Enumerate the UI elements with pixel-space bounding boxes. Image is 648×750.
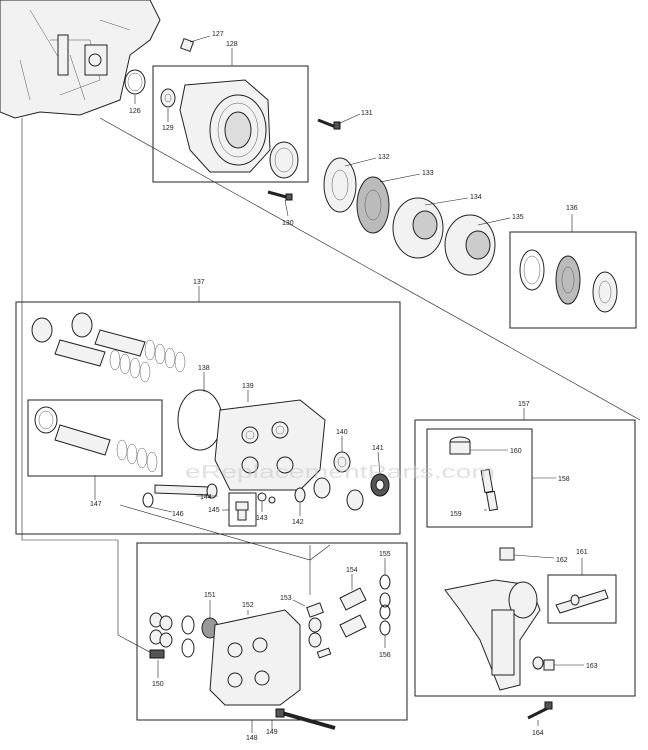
callout-136: 136 <box>566 205 578 212</box>
callout-156: 156 <box>379 652 391 659</box>
callout-149: 149 <box>266 729 278 736</box>
part-134-swash-plate <box>392 197 444 259</box>
callout-150: 150 <box>152 681 164 688</box>
part-127-nut <box>179 37 195 53</box>
callout-143: 143 <box>256 515 268 522</box>
part-139-cylinder-head <box>214 399 326 491</box>
callout-160: 160 <box>510 448 522 455</box>
part-126-o-ring <box>124 69 146 95</box>
part-163-plug <box>532 656 555 671</box>
part-160-cap <box>449 436 471 455</box>
part-162-nut <box>499 547 515 561</box>
callout-132: 132 <box>378 154 390 161</box>
callout-138: 138 <box>198 365 210 372</box>
callout-140: 140 <box>336 429 348 436</box>
engine-housing-fragment <box>0 0 161 119</box>
part-145-box <box>228 492 257 527</box>
part-155-o-rings <box>379 574 391 620</box>
part-128-box <box>152 65 309 183</box>
part-159-stem <box>480 468 499 512</box>
callout-144: 144 <box>200 494 212 501</box>
part-161-fitting <box>555 589 609 614</box>
callout-142: 142 <box>292 519 304 526</box>
callout-126: 126 <box>129 108 141 115</box>
callout-163: 163 <box>586 663 598 670</box>
part-153-spring-valve <box>306 602 332 659</box>
callout-134: 134 <box>470 194 482 201</box>
part-131-bolt <box>317 118 341 130</box>
part-133-thrust-bearing <box>356 176 390 234</box>
callout-147: 147 <box>90 501 102 508</box>
part-132-washer <box>323 157 357 213</box>
part-136-box <box>509 231 637 329</box>
part-128-pump-housing <box>179 79 299 179</box>
callout-155: 155 <box>379 551 391 558</box>
part-130-bolt <box>267 190 293 201</box>
part-138-o-ring <box>177 389 223 451</box>
callout-154: 154 <box>346 567 358 574</box>
callout-157: 157 <box>518 401 530 408</box>
part-144-piston <box>154 483 218 499</box>
part-156-o-ring <box>379 620 391 636</box>
callout-135: 135 <box>512 214 524 221</box>
callout-130: 130 <box>282 220 294 227</box>
part-136-bearing-set <box>519 249 618 313</box>
callout-139: 139 <box>242 383 254 390</box>
callout-159: 159 <box>450 511 462 518</box>
part-147-piston-kit <box>34 406 158 473</box>
part-148-long-bolt <box>275 708 336 730</box>
part-154-cylinder <box>339 587 367 638</box>
callout-137: 137 <box>193 279 205 286</box>
callout-146: 146 <box>172 511 184 518</box>
callout-141: 141 <box>372 445 384 452</box>
part-143-ring <box>257 492 276 504</box>
part-146-ring <box>142 492 154 508</box>
part-137-box <box>15 301 401 535</box>
part-140-check-valve <box>313 451 364 511</box>
callout-145: 145 <box>208 507 220 514</box>
callout-127: 127 <box>212 31 224 38</box>
part-164-bolt <box>527 701 553 720</box>
part-129-seal <box>160 88 176 108</box>
part-unloader-body <box>444 579 541 691</box>
callout-152: 152 <box>242 602 254 609</box>
callout-labels: 126 127 128 129 130 131 132 133 134 135 … <box>90 31 598 742</box>
callout-leaders <box>94 35 584 733</box>
callout-161: 161 <box>576 549 588 556</box>
callout-133: 133 <box>422 170 434 177</box>
callout-162: 162 <box>556 557 568 564</box>
part-152-manifold <box>209 609 301 706</box>
callout-153: 153 <box>280 595 292 602</box>
callout-129: 129 <box>162 125 174 132</box>
callout-151: 151 <box>204 592 216 599</box>
watermark: eReplacementParts.com <box>185 462 495 482</box>
part-137-piston-set <box>31 312 186 383</box>
callout-131: 131 <box>361 110 373 117</box>
part-145-plug <box>235 501 249 521</box>
part-135-wobble-plate <box>444 214 496 276</box>
part-142-spring <box>294 487 306 503</box>
callout-128: 128 <box>226 41 238 48</box>
callout-148: 148 <box>246 735 258 742</box>
part-157-box <box>414 419 636 697</box>
callout-158: 158 <box>558 476 570 483</box>
part-150-valve-set <box>149 612 173 659</box>
callout-164: 164 <box>532 730 544 737</box>
